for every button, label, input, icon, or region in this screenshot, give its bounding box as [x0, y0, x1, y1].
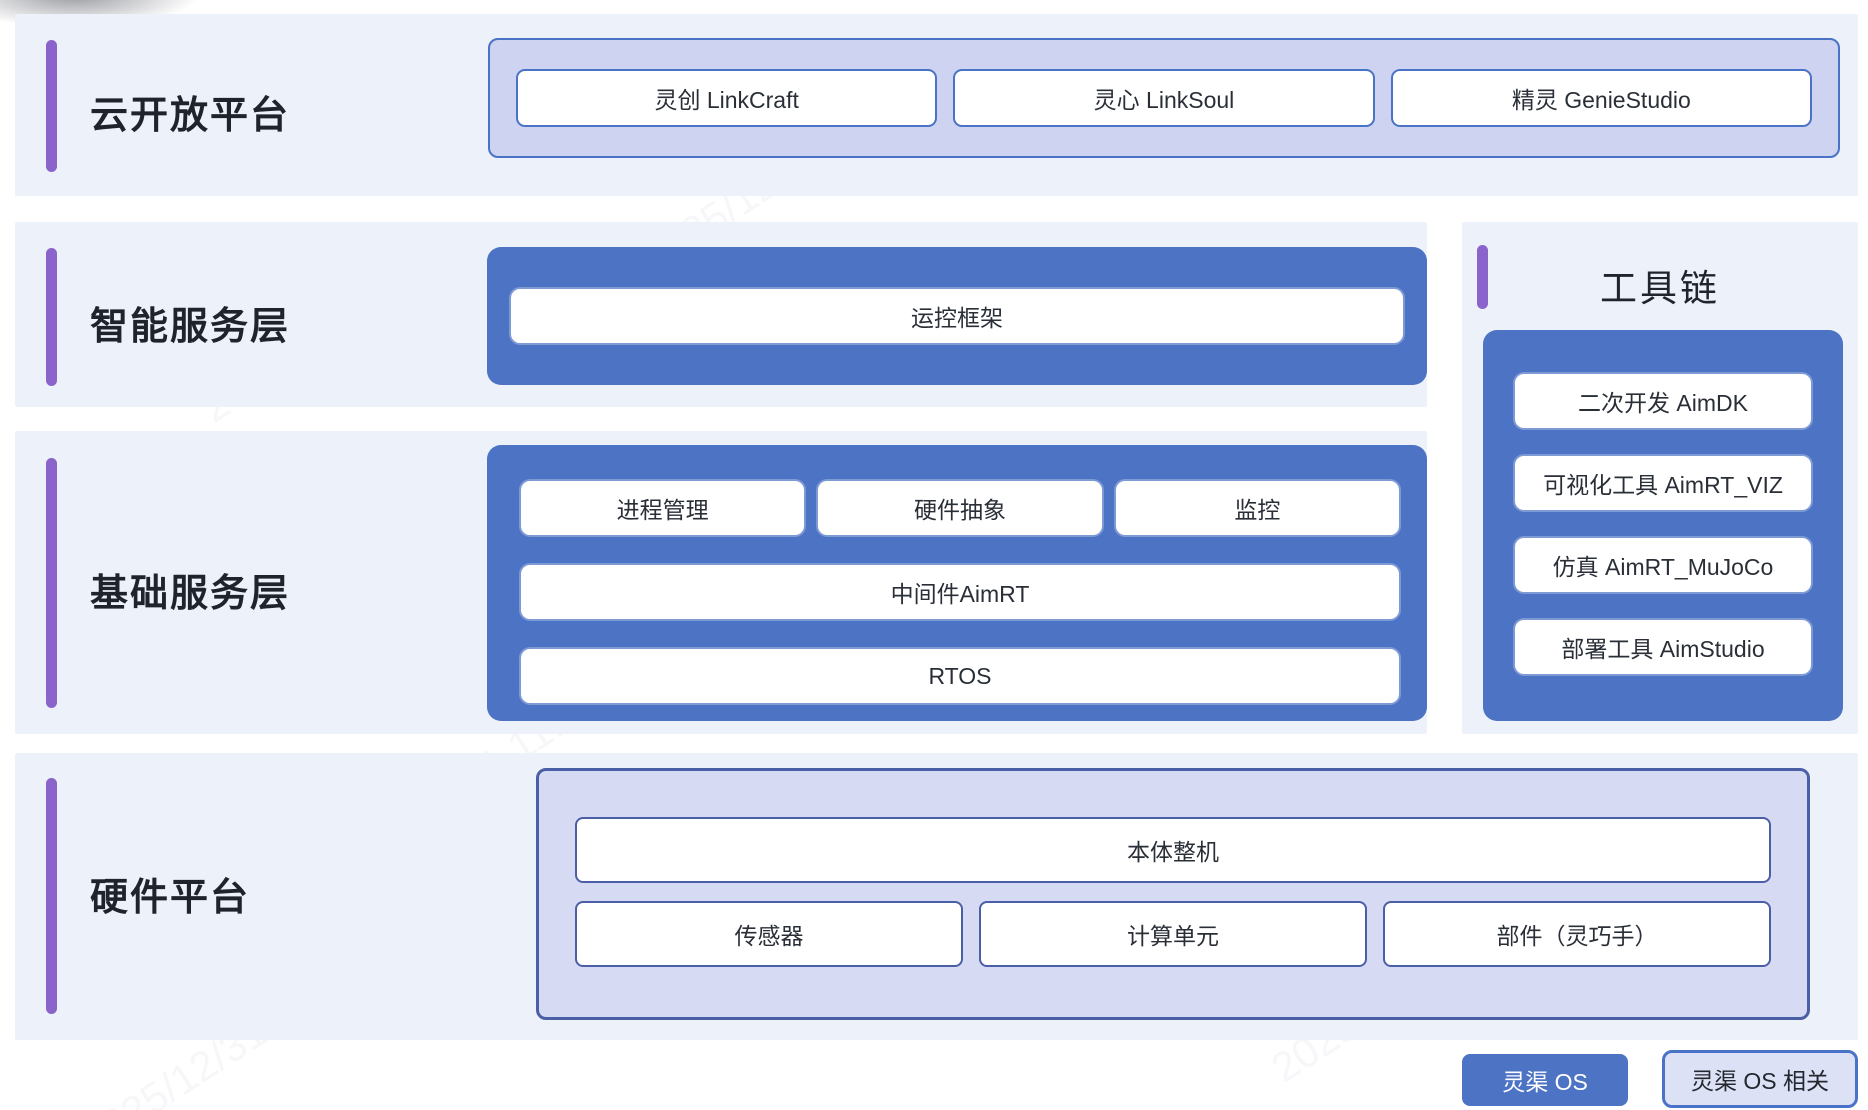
- hardware-section-title: 硬件平台: [90, 877, 251, 919]
- basic-items: 进程管理 硬件抽象 监控 中间件AimRT RTOS: [487, 445, 1427, 721]
- legend-lingqu-os-related: 灵渠 OS 相关: [1662, 1050, 1858, 1108]
- box-geniestudio: 精灵 GenieStudio: [1390, 69, 1812, 127]
- box-aimdk: 二次开发 AimDK: [1515, 374, 1811, 428]
- box-compute-unit: 计算单元: [979, 901, 1367, 967]
- box-process-management: 进程管理: [521, 481, 805, 535]
- intelligent-accent-bar: [46, 248, 57, 386]
- hardware-bottom-row: 传感器 计算单元 部件（灵巧手）: [575, 901, 1771, 967]
- cloud-section-title: 云开放平台: [90, 95, 291, 137]
- box-linksoul: 灵心 LinkSoul: [953, 69, 1375, 127]
- box-aimrt-mujoco: 仿真 AimRT_MuJoCo: [1515, 538, 1811, 592]
- basic-section-title: 基础服务层: [90, 573, 291, 615]
- box-aimrt-viz: 可视化工具 AimRT_VIZ: [1515, 456, 1811, 510]
- hardware-accent-bar: [46, 778, 57, 1014]
- toolchain-items: 二次开发 AimDK 可视化工具 AimRT_VIZ 仿真 AimRT_MuJo…: [1483, 330, 1843, 721]
- toolchain-section-title: 工具链: [1600, 268, 1720, 309]
- basic-accent-bar: [46, 458, 57, 708]
- box-aimstudio: 部署工具 AimStudio: [1515, 620, 1811, 674]
- cloud-container: 灵创 LinkCraft 灵心 LinkSoul 精灵 GenieStudio: [488, 38, 1840, 158]
- box-rtos: RTOS: [521, 649, 1399, 703]
- toolchain-accent-bar: [1477, 245, 1488, 309]
- box-monitoring: 监控: [1115, 481, 1399, 535]
- legend-lingqu-os: 灵渠 OS: [1462, 1054, 1628, 1106]
- box-sensors: 传感器: [575, 901, 963, 967]
- intelligent-container: 运控框架: [487, 247, 1427, 385]
- cloud-accent-bar: [46, 40, 57, 172]
- box-linkcraft: 灵创 LinkCraft: [516, 69, 938, 127]
- box-motion-control-framework: 运控框架: [511, 289, 1403, 343]
- hardware-container: 本体整机 传感器 计算单元 部件（灵巧手）: [536, 768, 1810, 1020]
- box-robot-body: 本体整机: [575, 817, 1771, 883]
- box-hardware-abstraction: 硬件抽象: [818, 481, 1102, 535]
- basic-top-row: 进程管理 硬件抽象 监控: [521, 481, 1399, 535]
- box-dexterous-hand: 部件（灵巧手）: [1383, 901, 1771, 967]
- intelligent-section-title: 智能服务层: [90, 306, 291, 348]
- box-middleware-aimrt: 中间件AimRT: [521, 565, 1399, 619]
